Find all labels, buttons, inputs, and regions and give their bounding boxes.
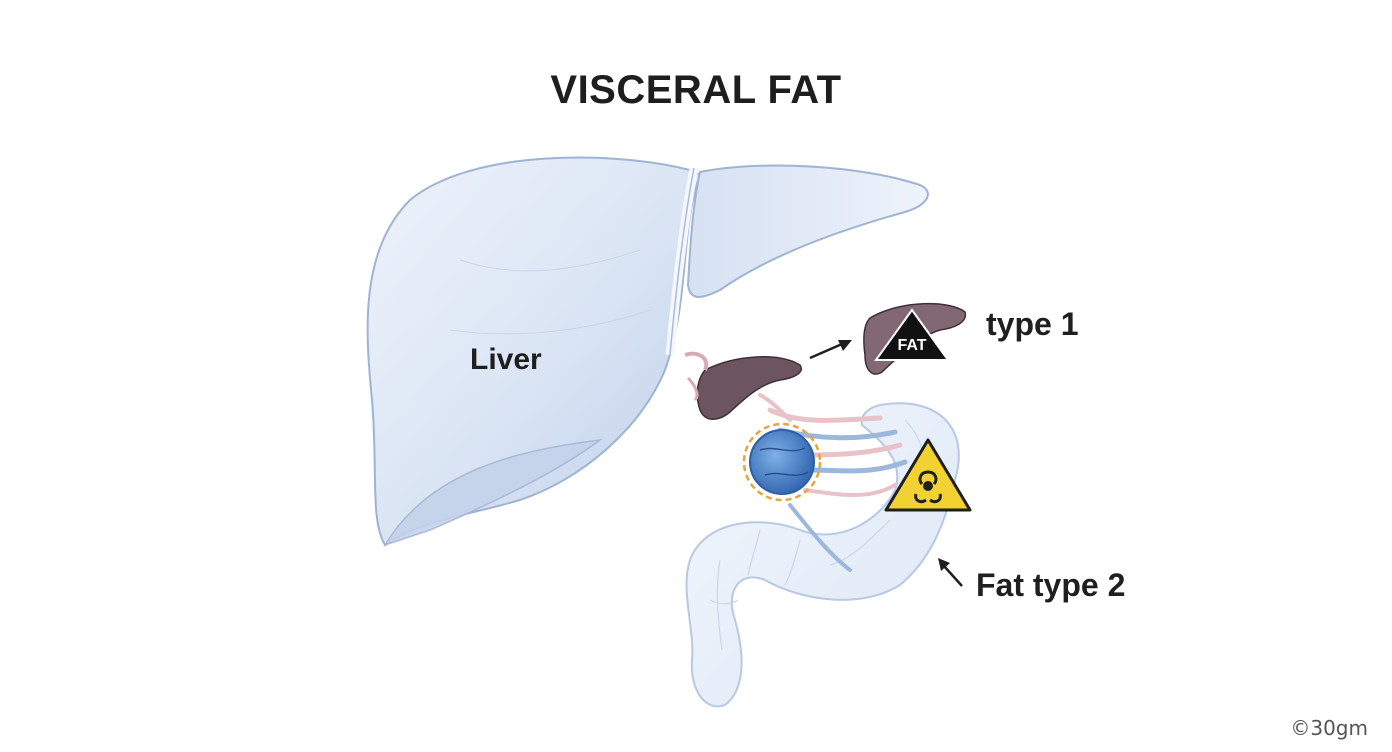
liver-label: Liver bbox=[470, 343, 542, 376]
fat-type1-icon: FAT bbox=[863, 302, 967, 375]
page-title: VISCERAL FAT bbox=[550, 68, 842, 112]
credit-watermark: ©30gm bbox=[1290, 716, 1368, 740]
fat-type2-label: Fat type 2 bbox=[976, 567, 1126, 603]
intestine-organ bbox=[685, 402, 960, 708]
arrow-to-type2 bbox=[938, 558, 963, 587]
fat-badge-label: FAT bbox=[897, 337, 926, 354]
small-liver-icon bbox=[684, 351, 802, 420]
arrow-to-type1 bbox=[809, 340, 852, 360]
fat-type1-label: type 1 bbox=[986, 306, 1079, 342]
blue-node-icon bbox=[742, 422, 822, 502]
biohazard-warning-icon bbox=[884, 438, 972, 512]
liver-organ bbox=[366, 156, 929, 547]
